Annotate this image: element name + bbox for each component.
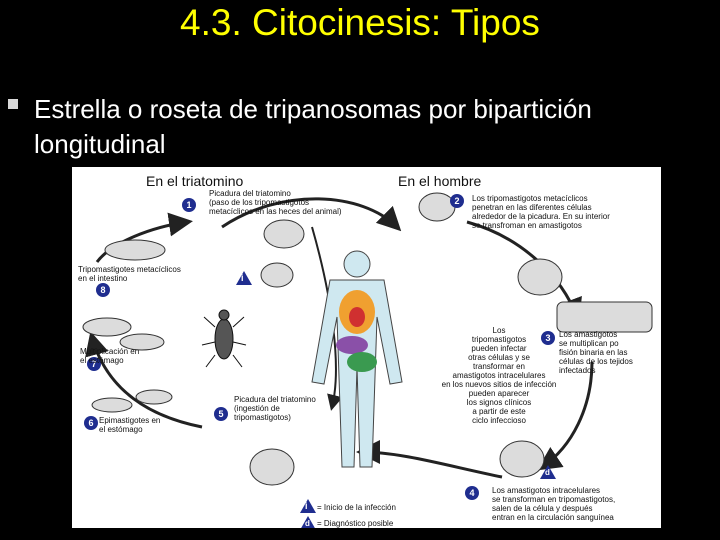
step-8-badge: 8 bbox=[96, 283, 110, 297]
slide-title: 4.3. Citocinesis: Tipos bbox=[180, 2, 540, 43]
legend-diagnosis-icon: d bbox=[300, 516, 316, 528]
triatomine-bug-icon bbox=[201, 309, 247, 368]
organs-icon bbox=[336, 290, 377, 372]
cycle-arrow-left-lower bbox=[85, 331, 203, 429]
step-7-text: Multiplicación en el estómago bbox=[80, 347, 140, 365]
step-3-text: Los amastigotos se multiplican po fisión… bbox=[559, 330, 633, 375]
step-6-badge: 6 bbox=[84, 416, 98, 430]
bullet-text: Estrella o roseta de tripanosomas por bi… bbox=[34, 94, 592, 159]
lifecycle-diagram: En el triatomino En el hombre 1 Picadura… bbox=[72, 167, 661, 528]
middle-infection-text: Los tripomastigotos pueden infectar otra… bbox=[441, 326, 557, 425]
step-4-text: Los amastigotos intracelulares se transf… bbox=[492, 486, 616, 522]
legend-infection-icon: i bbox=[300, 499, 316, 513]
cycle-arrow-left-upper bbox=[95, 212, 193, 263]
legend-diagnosis-text: = Diagnóstico posible bbox=[317, 519, 394, 528]
infection-start-icon: i bbox=[236, 271, 252, 285]
step-8-text: Tripomastigotes metacíclicos en el intes… bbox=[78, 265, 181, 283]
parasite-forms-icon bbox=[82, 192, 653, 486]
step-4-badge: 4 bbox=[465, 486, 479, 500]
cycle-arrow-bottom bbox=[356, 440, 503, 479]
step-1-badge: 1 bbox=[182, 198, 196, 212]
step-5-badge: 5 bbox=[214, 407, 228, 421]
step-6-text: Epimastigotes en el estómago bbox=[99, 416, 161, 434]
header-triatomine: En el triatomino bbox=[146, 173, 244, 189]
diagnosis-marker-icon: d bbox=[540, 465, 556, 479]
step-5-text: Picadura del triatomino (ingestión de tr… bbox=[234, 395, 316, 422]
step-3-badge: 3 bbox=[541, 331, 555, 345]
cycle-arrow-top bbox=[221, 197, 402, 232]
header-human: En el hombre bbox=[398, 173, 482, 189]
step-2-text: Los tripomastigotos metacíclicos penetra… bbox=[472, 194, 610, 230]
bullet-square-icon bbox=[8, 99, 18, 109]
step-1-text: Picadura del triatomino (paso de los tri… bbox=[209, 189, 342, 216]
lifecycle-artwork bbox=[82, 192, 653, 486]
human-figure-icon bbox=[311, 250, 403, 468]
legend-infection-text: = Inicio de la infección bbox=[317, 503, 396, 512]
step-2-badge: 2 bbox=[450, 194, 464, 208]
step-7-badge: 7 bbox=[87, 357, 101, 371]
cycle-arrow-right-lower bbox=[537, 361, 594, 471]
